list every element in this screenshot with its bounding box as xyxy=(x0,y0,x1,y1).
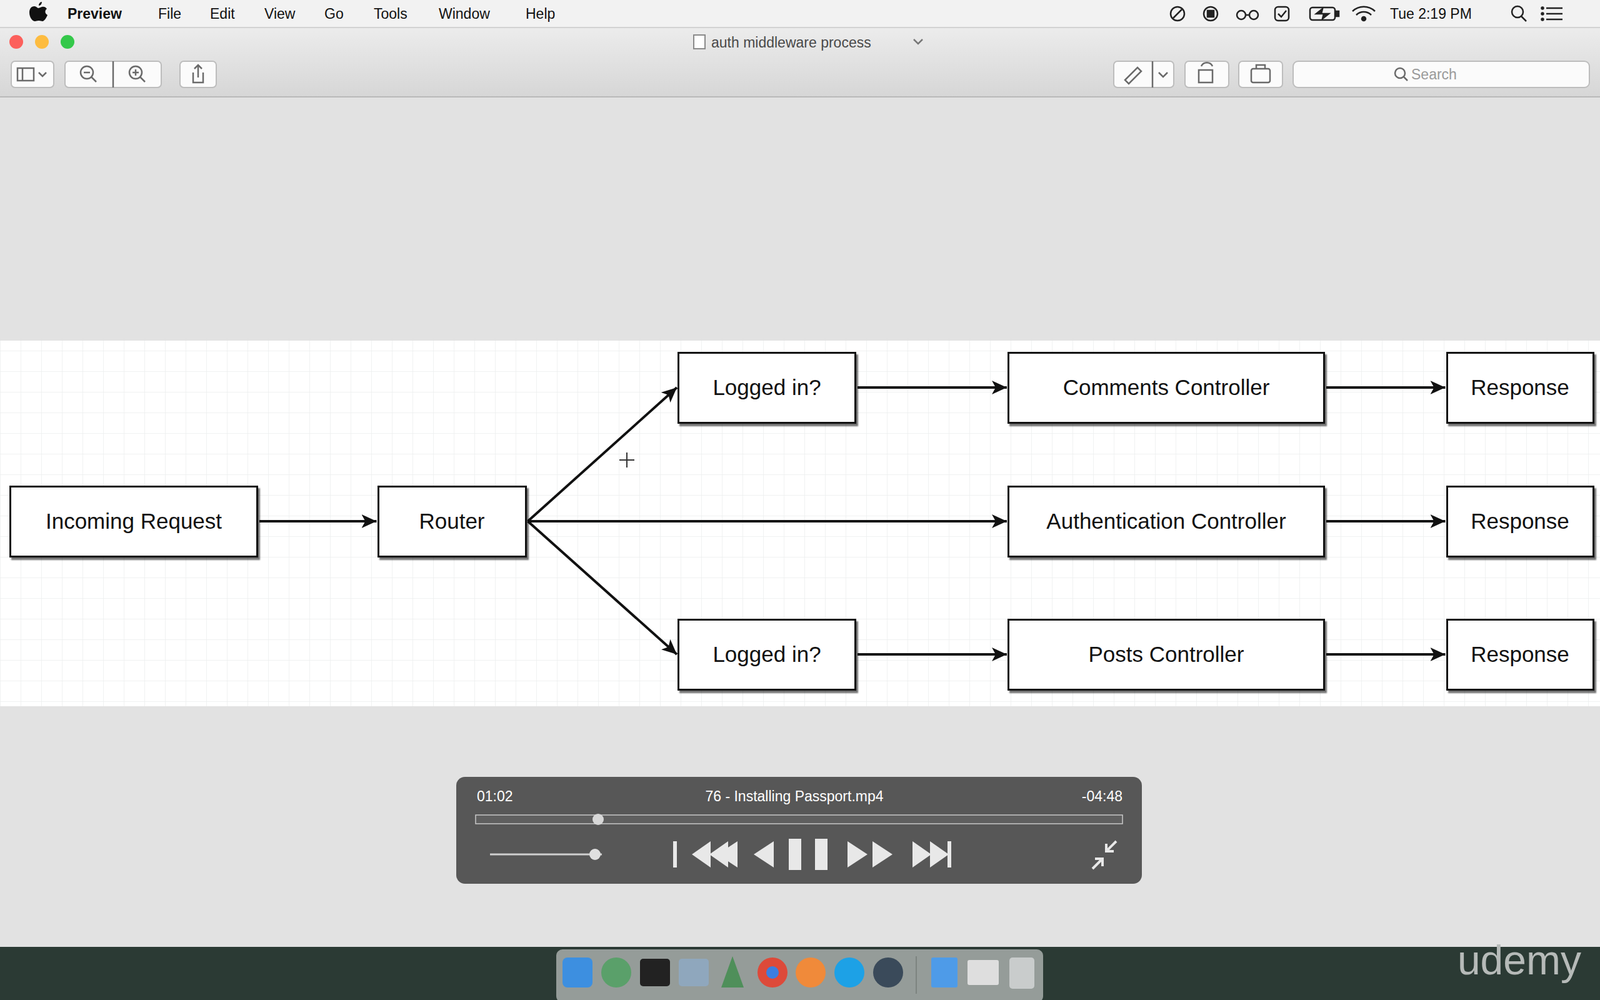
volume-slider xyxy=(490,853,602,856)
flow-arrow xyxy=(1326,520,1446,523)
collapse-icon xyxy=(1092,841,1117,869)
search-placeholder: Search xyxy=(1411,66,1457,84)
flow-arrow xyxy=(857,386,1007,389)
window-title: auth middleware process xyxy=(711,34,872,52)
minimize-button xyxy=(35,35,49,49)
flow-arrow xyxy=(528,521,678,655)
diagram-canvas xyxy=(0,340,1600,707)
status-icons xyxy=(1170,6,1563,22)
flow-arrow xyxy=(528,520,1008,523)
title-chevron xyxy=(913,39,923,44)
volume-knob xyxy=(589,848,601,860)
box-label: Router xyxy=(418,508,485,534)
box-label: Response xyxy=(1470,641,1570,667)
response-box: Response xyxy=(1446,351,1595,424)
watermark: udemy xyxy=(1457,936,1582,984)
zoom-button xyxy=(60,35,75,49)
toolbar-icons xyxy=(17,61,1408,88)
flow-arrow xyxy=(259,520,377,523)
flow-arrow xyxy=(528,387,678,522)
video-player xyxy=(456,776,1142,884)
mouse-cursor xyxy=(619,452,635,468)
menu-item: View xyxy=(264,5,295,23)
toolbar-divider xyxy=(0,96,1600,98)
diagram-grid xyxy=(0,340,1600,707)
menu-item: Go xyxy=(324,5,344,23)
controller-box: Posts Controller xyxy=(1007,618,1325,691)
menu-item: Tools xyxy=(373,5,408,23)
document-icon xyxy=(693,35,705,49)
dock xyxy=(556,949,1044,1000)
window-toolbar xyxy=(0,27,1600,97)
progress-track xyxy=(475,815,1123,824)
menu-clock: Tue 2:19 PM xyxy=(1390,5,1472,23)
request-box: Incoming Request xyxy=(9,485,259,558)
apple-logo xyxy=(29,1,48,22)
auth-check-box: Logged in? xyxy=(677,618,857,691)
progress-knob xyxy=(592,813,604,825)
player-controls xyxy=(673,838,952,870)
response-box: Response xyxy=(1446,618,1595,691)
flow-arrow xyxy=(1326,386,1446,389)
menu-item: File xyxy=(158,5,182,23)
app-menu: Preview xyxy=(67,5,122,23)
response-box: Response xyxy=(1446,485,1595,558)
box-label: Logged in? xyxy=(712,641,821,667)
toolbar-buttons xyxy=(11,61,1590,88)
box-label: Authentication Controller xyxy=(1046,508,1286,534)
video-filename: 76 - Installing Passport.mp4 xyxy=(705,788,884,805)
menu-item: Window xyxy=(438,5,490,23)
close-button xyxy=(9,35,24,49)
menu-bar-divider xyxy=(0,26,1600,29)
flow-arrow xyxy=(857,653,1007,656)
auth-check-box: Logged in? xyxy=(677,351,857,424)
window-body xyxy=(0,27,1600,947)
box-label: Posts Controller xyxy=(1088,641,1245,667)
controller-box: Comments Controller xyxy=(1007,351,1325,424)
flow-arrow xyxy=(1326,653,1446,656)
menu-item: Help xyxy=(525,5,555,23)
box-label: Comments Controller xyxy=(1063,375,1270,400)
box-label: Logged in? xyxy=(712,375,821,400)
router-box: Router xyxy=(377,485,527,558)
dock-icons xyxy=(562,956,1035,994)
elapsed-time: 01:02 xyxy=(476,788,514,805)
box-label: Incoming Request xyxy=(45,508,222,534)
box-label: Response xyxy=(1470,508,1570,534)
box-label: Response xyxy=(1470,375,1570,400)
controller-box: Authentication Controller xyxy=(1007,485,1325,558)
remaining-time: -04:48 xyxy=(1081,788,1123,805)
menu-item: Edit xyxy=(210,5,235,23)
menu-bar xyxy=(0,0,1600,28)
